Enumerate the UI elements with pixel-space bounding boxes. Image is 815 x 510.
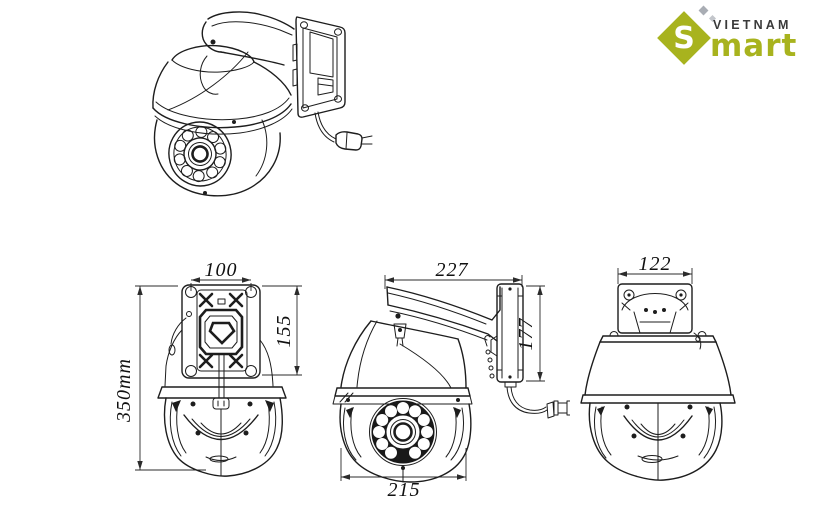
dimension-wall-plate-height: 177 — [515, 285, 545, 382]
camera-ball-front — [339, 398, 472, 483]
logo-monogram: S — [673, 20, 695, 56]
ir-led-camera-face — [168, 121, 232, 187]
dimension-label-350mm: 350mm — [113, 358, 135, 423]
front-view-drawing: 227 177 215 — [332, 259, 570, 501]
logo-country-text: VIETNAM — [713, 18, 792, 32]
safety-wire — [393, 313, 495, 389]
logo-brand-text: mart — [710, 28, 798, 64]
power-cable-and-plug — [314, 111, 373, 151]
side-bracket-plate — [617, 283, 702, 350]
logo-speck-icon — [698, 5, 709, 16]
logo-diamond-icon: S — [657, 11, 711, 65]
dome-bell — [332, 320, 473, 405]
camera-dome-body — [152, 44, 293, 197]
dimension-label-215: 215 — [388, 479, 421, 501]
side-view-drawing: 122 — [580, 255, 736, 481]
rear-mounting-plate — [164, 284, 274, 399]
wall-mount-plate — [490, 283, 524, 388]
dimension-dome-diameter: 215 — [340, 448, 467, 501]
camera-ball-side — [588, 402, 723, 481]
dimension-label-122: 122 — [639, 255, 672, 275]
dimension-label-100: 100 — [205, 259, 238, 281]
dimension-bracket-height: 155 — [262, 285, 302, 376]
dimension-label-227: 227 — [436, 259, 469, 281]
perspective-view-drawing — [152, 11, 373, 197]
dimension-label-155: 155 — [273, 315, 295, 348]
dimension-label-177: 177 — [515, 318, 537, 351]
safety-wire-hook — [168, 311, 192, 356]
power-cable-connector — [506, 386, 570, 419]
dimension-mount-hole-spacing: 100 — [190, 259, 252, 291]
rear-view-drawing: 100 155 350mm — [113, 259, 302, 477]
wall-mount-plate — [292, 16, 346, 118]
dimension-total-height: 350mm — [113, 285, 206, 471]
wall-bracket-arm — [201, 11, 295, 66]
dome-bell — [580, 331, 736, 404]
rear-dome-body — [157, 386, 287, 477]
wall-bracket-arm — [386, 286, 501, 342]
dimension-bracket-width: 122 — [617, 255, 693, 284]
vietnamsmart-logo: S VIETNAM mart — [648, 5, 815, 72]
